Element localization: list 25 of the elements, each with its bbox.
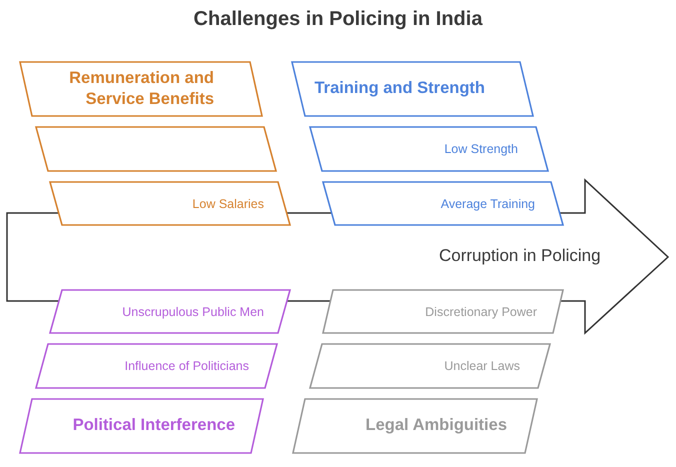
cause-label: Discretionary Power xyxy=(425,304,537,318)
cause-label: Low Strength xyxy=(444,142,518,156)
cause-parallelogram xyxy=(310,127,548,171)
cause-label: Low Salaries xyxy=(192,196,264,210)
category-parallelogram xyxy=(20,399,263,453)
cause-parallelogram xyxy=(50,290,290,333)
cause-label: Influence of Politicians xyxy=(124,359,249,373)
category-heading: Political Interference xyxy=(72,415,235,436)
cause-parallelogram xyxy=(36,344,277,388)
cause-parallelogram xyxy=(323,290,563,333)
cause-parallelogram xyxy=(310,344,550,388)
spine-label: Corruption in Policing xyxy=(439,246,601,266)
category-heading: Legal Ambiguities xyxy=(366,415,507,436)
category-parallelogram xyxy=(292,62,533,116)
category-heading: Remuneration and Service Benefits xyxy=(68,68,214,110)
empty-parallelogram xyxy=(36,127,276,171)
category-heading: Training and Strength xyxy=(314,78,485,100)
cause-label: Average Training xyxy=(440,196,535,210)
category-parallelogram xyxy=(20,62,262,116)
cause-parallelogram xyxy=(323,182,563,225)
cause-label: Unscrupulous Public Men xyxy=(122,304,264,318)
cause-label: Unclear Laws xyxy=(444,359,520,373)
category-parallelogram xyxy=(293,399,537,453)
diagram-title: Challenges in Policing in India xyxy=(192,8,484,31)
cause-parallelogram xyxy=(50,182,290,225)
